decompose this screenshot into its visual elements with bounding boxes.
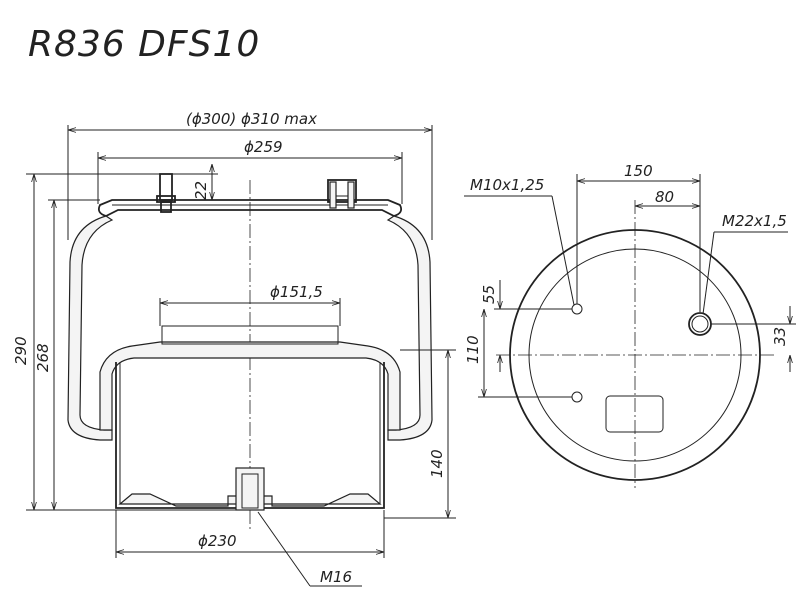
top-stud: [156, 173, 176, 213]
leader-m16: M16: [257, 511, 362, 587]
bottom-stud: [235, 467, 265, 511]
side-view: (ϕ300) ϕ310 max ϕ259 22 ϕ151,5 290: [12, 110, 456, 587]
drawing-title: R836 DFS10: [28, 24, 260, 65]
air-fitting: [327, 179, 357, 209]
dim-body-height: 268: [34, 199, 100, 510]
dim-top-plate-text: ϕ259: [244, 138, 283, 156]
label-plate: [605, 395, 664, 433]
dim-outer-diameter-text: (ϕ300) ϕ310 max: [186, 110, 317, 128]
piston-top-insert: [161, 325, 339, 345]
bellows-wall: [67, 215, 114, 441]
hole-m10-lower: [571, 391, 583, 403]
dim-piston-height-text: 140: [428, 449, 446, 478]
dim-outer-diameter: (ϕ300) ϕ310 max: [67, 110, 433, 240]
dim-33: 33: [711, 306, 796, 372]
dim-33-text: 33: [771, 327, 789, 346]
dim-55-text: 55: [480, 285, 498, 304]
dim-110-text: 110: [464, 335, 482, 364]
dim-150: 150: [576, 162, 701, 312]
dim-piston-height: 140: [384, 349, 456, 519]
leader-m22: M22x1,5: [702, 212, 788, 315]
dim-80: 80: [635, 188, 700, 206]
dim-80-text: 80: [655, 188, 674, 206]
dim-overall-height-text: 290: [12, 336, 30, 365]
piston-cap: [99, 341, 401, 431]
bellows-wall-right: [386, 215, 433, 441]
dim-piston-diameter-text: ϕ230: [198, 532, 237, 550]
dim-overall-height: 290: [12, 173, 236, 511]
leader-m16-text: M16: [320, 568, 352, 586]
hole-m10-upper: [571, 303, 583, 315]
dim-piston-top-text: ϕ151,5: [270, 283, 323, 301]
dim-body-height-text: 268: [34, 343, 52, 372]
dim-stud-height: 22: [172, 164, 218, 200]
dim-piston-top: ϕ151,5: [159, 283, 341, 326]
dim-piston-diameter: ϕ230: [115, 510, 385, 558]
dim-150-text: 150: [624, 162, 653, 180]
dim-top-plate: ϕ259: [97, 138, 403, 204]
top-view: 150 80 M10x1,25 M22x1,5 55: [464, 162, 796, 488]
leader-m10-text: M10x1,25: [470, 176, 544, 194]
leader-m10: M10x1,25: [464, 176, 575, 306]
dim-110: 110: [464, 309, 572, 398]
dim-55: 55: [480, 280, 572, 372]
dim-stud-height-text: 22: [192, 181, 210, 200]
leader-m22-text: M22x1,5: [722, 212, 787, 230]
